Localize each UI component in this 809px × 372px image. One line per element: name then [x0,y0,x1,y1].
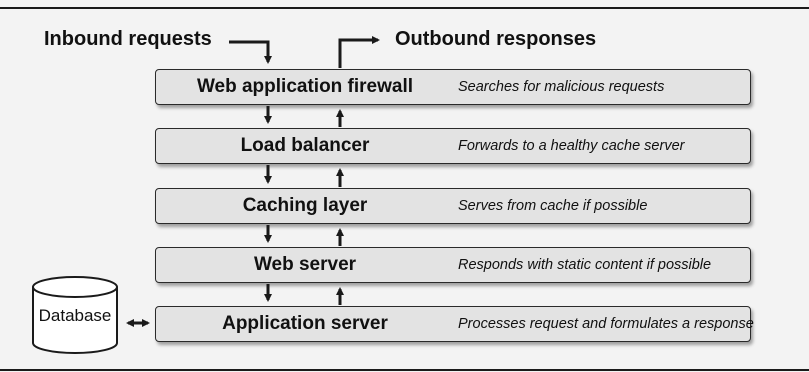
top-rule [0,7,809,9]
layer-caching-layer: Caching layer Serves from cache if possi… [155,188,751,224]
layer-web-server: Web server Responds with static content … [155,247,751,283]
layer-application-server: Application server Processes request and… [155,306,754,342]
layer-name: Web server [253,254,357,275]
inbound-requests-label: Inbound requests [44,28,212,50]
layer-description: Processes request and formulates a respo… [458,316,754,332]
outbound-responses-label: Outbound responses [395,28,597,50]
layer-description: Searches for malicious requests [458,79,665,95]
layer-name: Application server [222,313,388,334]
layer-description: Serves from cache if possible [458,198,648,214]
layer-load-balancer: Load balancer Forwards to a healthy cach… [155,128,751,164]
database-cylinder-icon [32,276,118,354]
layer-web-application-firewall: Web application firewall Searches for ma… [155,69,751,105]
layer-description: Responds with static content if possible [458,257,712,273]
outbound-exit-arrow [338,36,380,68]
inbound-entry-arrow [229,40,272,64]
bottom-rule [0,369,809,371]
layer-name: Web application firewall [196,76,414,97]
layer-name: Load balancer [240,135,370,156]
layer-name: Caching layer [242,195,368,216]
database-label: Database [38,306,112,325]
layer-description: Forwards to a healthy cache server [458,138,685,154]
